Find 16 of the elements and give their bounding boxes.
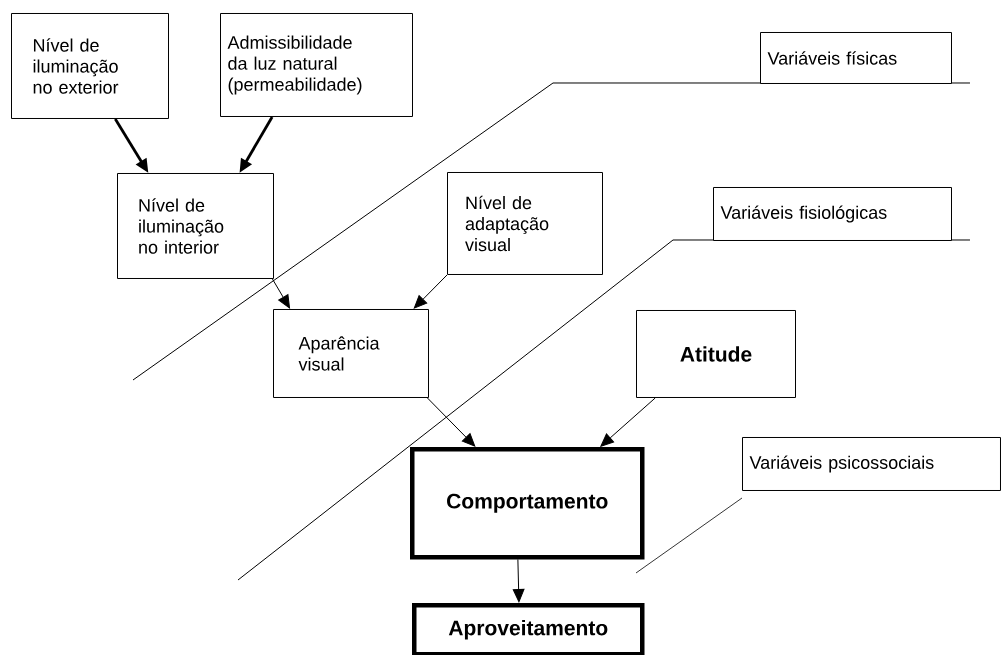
- category-tab: Variáveis psicossociais: [742, 437, 1001, 491]
- arrow: [271, 278, 290, 309]
- process-box: Aparência visual: [273, 309, 429, 398]
- process-box: Nível de adaptação visual: [447, 172, 603, 275]
- process-box: Nível de iluminação no interior: [117, 173, 274, 279]
- arrow: [413, 274, 448, 309]
- category-tab: Variáveis físicas: [760, 32, 952, 84]
- category-tab: Variáveis fisiológicas: [713, 187, 952, 241]
- process-box: Admissibilidade da luz natural (permeabilidade): [220, 13, 413, 117]
- process-box: Nível de iluminação no exterior: [11, 13, 169, 119]
- outcome-box: Comportamento: [410, 447, 645, 560]
- arrow: [512, 559, 525, 603]
- arrow: [426, 397, 476, 447]
- outcome-box: Aproveitamento: [412, 603, 645, 655]
- process-box: Atitude: [636, 310, 796, 398]
- arrow: [600, 397, 656, 447]
